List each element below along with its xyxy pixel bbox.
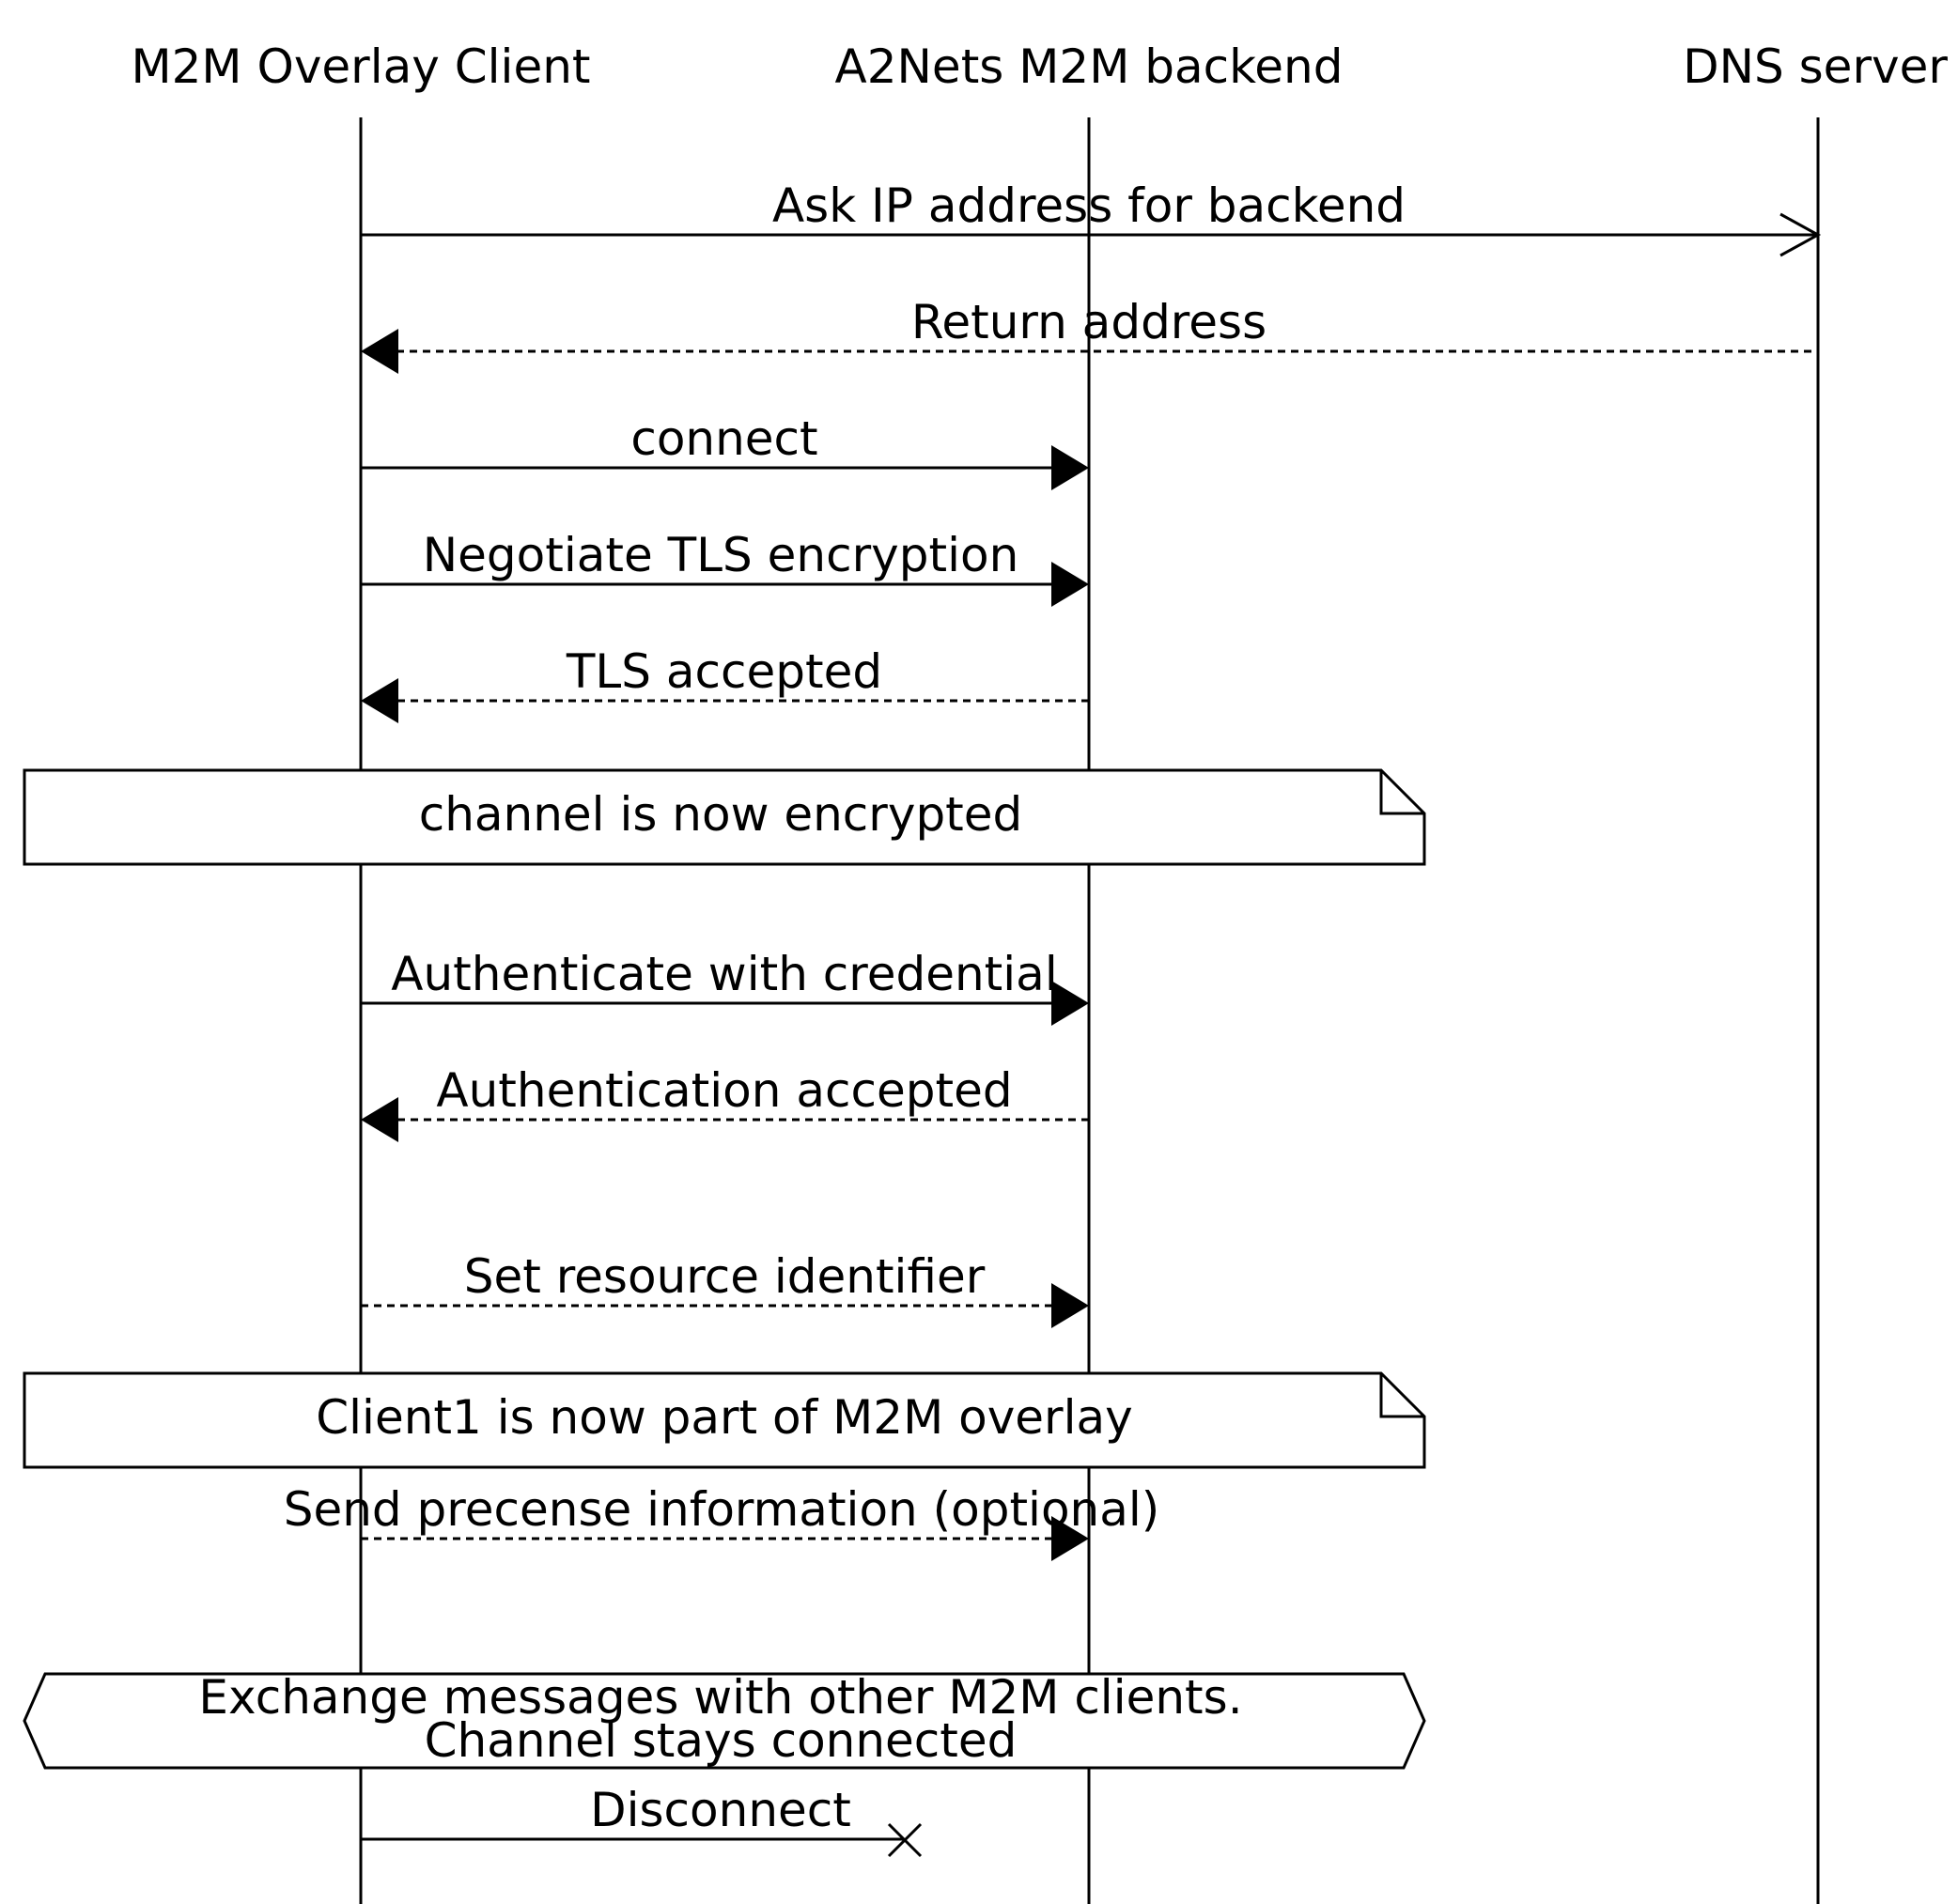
message-label: Negotiate TLS encryption [423,528,1019,582]
filled-arrowhead-icon [1051,1516,1089,1561]
message-authenticate: Authenticate with credential [361,947,1089,1026]
cross-icon [887,1822,923,1858]
note-label: Client1 is now part of M2M overlay [316,1390,1132,1445]
message-auth-accepted: Authentication accepted [361,1063,1089,1142]
message-label: TLS accepted [566,644,882,699]
participant-client-label: M2M Overlay Client [131,39,590,94]
note-encrypted: channel is now encrypted [23,768,1426,866]
filled-arrowhead-icon [361,1097,398,1142]
event-exchange-messages: Exchange messages with other M2M clients… [23,1670,1426,1770]
message-disconnect: Disconnect [361,1783,923,1858]
note-box [23,1371,1426,1469]
message-label: Authentication accepted [436,1063,1012,1118]
filled-arrowhead-icon [361,678,398,723]
message-negotiate-tls: Negotiate TLS encryption [361,528,1089,607]
message-send-presence: Send precense information (optional) [284,1482,1160,1561]
participant-backend-label: A2Nets M2M backend [835,39,1344,94]
participant-dns-label: DNS server [1683,39,1948,94]
message-label: Disconnect [590,1783,851,1837]
note-label: channel is now encrypted [419,787,1023,842]
message-label: Return address [911,295,1266,349]
message-label: connect [630,411,817,466]
note-fold-icon [1379,770,1424,815]
message-set-resource: Set resource identifier [361,1249,1089,1328]
open-arrowhead-icon [1779,212,1822,257]
event-label-line-1: Exchange messages with other M2M clients… [198,1670,1242,1725]
filled-arrowhead-icon [1051,1283,1089,1328]
lifelines [359,117,1820,1904]
message-label: Authenticate with credential [391,947,1057,1001]
event-hexagon [23,1672,1426,1770]
message-label: Set resource identifier [464,1249,986,1304]
filled-arrowhead-icon [361,329,398,374]
message-connect: connect [361,411,1089,490]
message-ask-ip: Ask IP address for backend [361,178,1822,257]
note-box [23,768,1426,866]
message-return-address: Return address [361,295,1811,374]
event-label-line-2: Channel stays connected [425,1713,1018,1768]
filled-arrowhead-icon [1051,562,1089,607]
message-label: Ask IP address for backend [772,178,1406,233]
note-fold-icon [1379,1373,1424,1418]
note-overlay-member: Client1 is now part of M2M overlay [23,1371,1426,1469]
message-tls-accepted: TLS accepted [361,644,1089,723]
filled-arrowhead-icon [1051,445,1089,490]
filled-arrowhead-icon [1051,981,1089,1026]
message-label: Send precense information (optional) [284,1482,1160,1537]
